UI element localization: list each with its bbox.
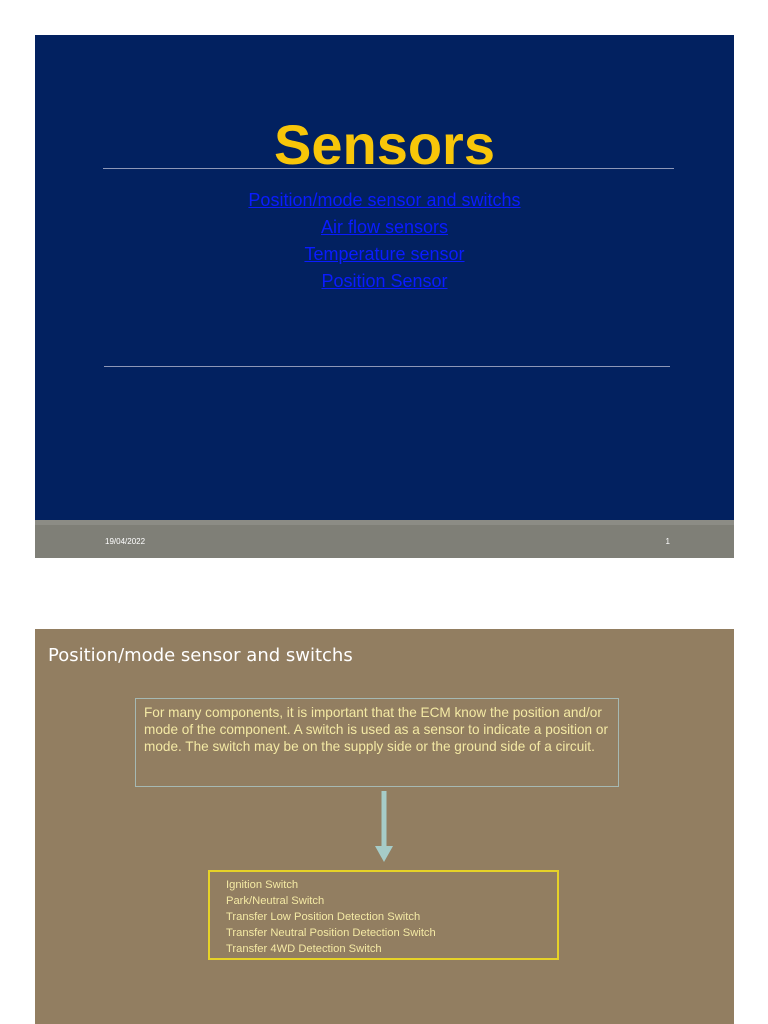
list-item: Park/Neutral Switch [226, 895, 325, 907]
slide-title: Sensors Position/mode sensor and switchs… [35, 35, 734, 558]
footer-date: 19/04/2022 [105, 537, 146, 546]
switch-list-box: Ignition Switch Park/Neutral Switch Tran… [208, 870, 559, 960]
topic-link-list: Position/mode sensor and switchs Air flo… [35, 187, 734, 295]
link-air-flow-sensors[interactable]: Air flow sensors [320, 217, 449, 237]
down-arrow-icon [375, 791, 393, 862]
description-box: For many components, it is important tha… [135, 698, 619, 787]
slide-title-heading: Sensors [274, 113, 495, 176]
list-item: Transfer Low Position Detection Switch [226, 911, 421, 923]
list-item: Ignition Switch [226, 879, 299, 891]
title-divider-top [103, 168, 674, 169]
title-divider-bottom [104, 366, 670, 367]
footer-accent-line [35, 520, 734, 525]
link-position-sensor[interactable]: Position Sensor [321, 271, 448, 291]
list-item: Transfer Neutral Position Detection Swit… [226, 927, 436, 939]
slide-position-mode: Position/mode sensor and switchs For man… [35, 629, 734, 1024]
slide-heading: Position/mode sensor and switchs [48, 645, 353, 666]
footer-page-number: 1 [665, 537, 670, 546]
slide-footer: 19/04/2022 1 [35, 520, 734, 558]
link-temperature-sensor[interactable]: Temperature sensor [304, 244, 465, 264]
link-position-mode-sensor[interactable]: Position/mode sensor and switchs [248, 190, 521, 210]
list-item: Transfer 4WD Detection Switch [226, 943, 382, 955]
